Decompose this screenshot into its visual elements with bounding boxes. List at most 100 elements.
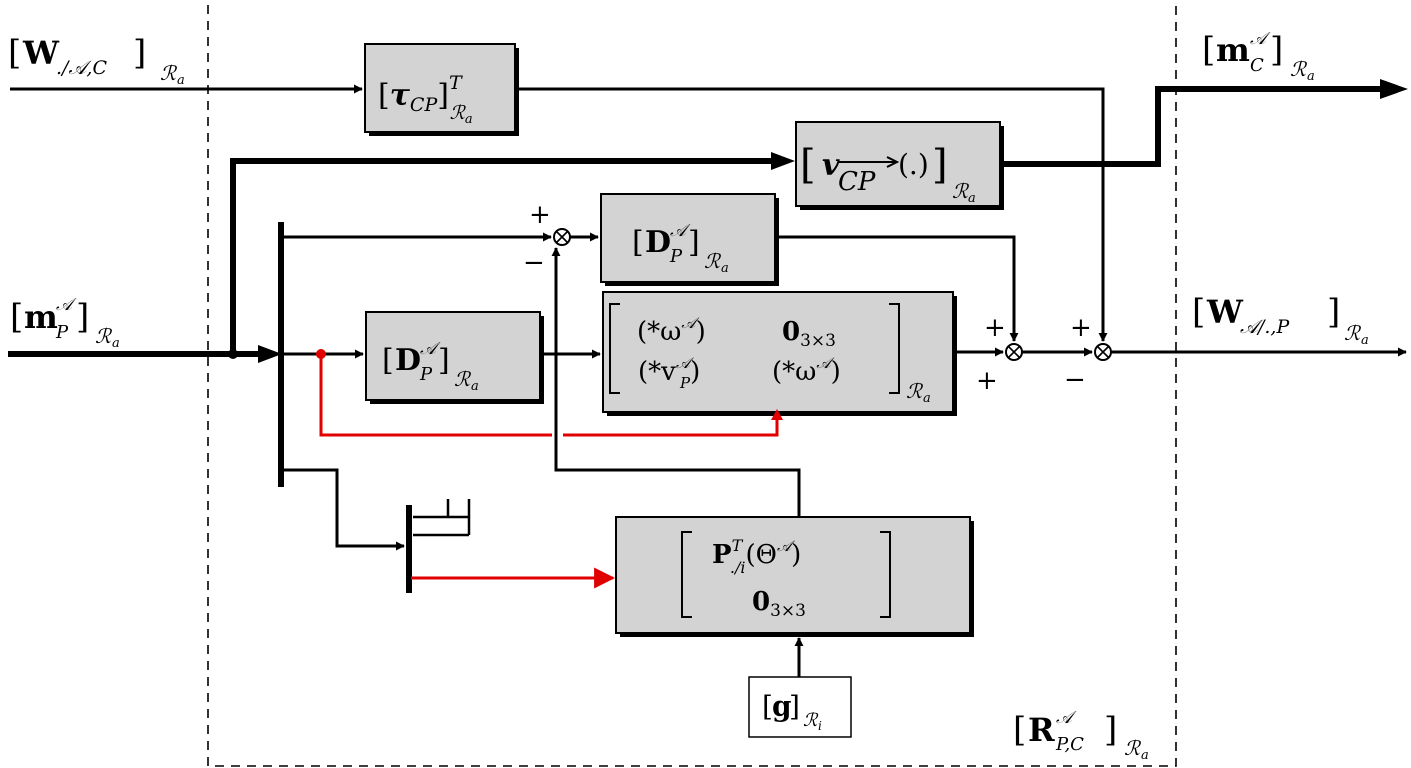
sign-right-plus: + — [1070, 313, 1092, 343]
svg-text:03×3: 03×3 — [782, 317, 836, 351]
tau-sub: CP — [410, 94, 439, 116]
sum-junction-middle-cross — [1007, 345, 1021, 359]
momentum-p-label: [ m 𝒜 P ] ℛ a — [10, 295, 120, 351]
svg-text:ℛ: ℛ — [906, 379, 924, 403]
svg-text:ℛ: ℛ — [704, 249, 722, 273]
svg-text:a: a — [721, 261, 729, 276]
svg-text:𝒜: 𝒜 — [1056, 708, 1077, 728]
terminator-icon — [413, 499, 471, 537]
svg-text:P,C: P,C — [1055, 734, 1084, 755]
svg-text:ℛ: ℛ — [1344, 321, 1362, 345]
svg-text:(*ω𝒜): (*ω𝒜) — [772, 354, 841, 387]
svg-text:a: a — [471, 379, 479, 394]
svg-text:]: ] — [438, 343, 450, 378]
subsystem-name-label: [ R 𝒜 P,C ] ℛ a — [1013, 708, 1149, 763]
svg-text:m: m — [1216, 31, 1250, 69]
velocity-block: [ v CP (.) ] ℛ a — [795, 121, 1004, 210]
svg-text:]: ] — [932, 142, 948, 188]
tau-output-line — [515, 87, 1108, 342]
svg-text:W: W — [1206, 293, 1244, 331]
velocity-frame: ℛ — [952, 179, 970, 203]
velocity-arrow-label: CP — [838, 167, 876, 197]
sign-mid-plus-top: + — [984, 313, 1006, 343]
tau-symbol: τ — [390, 78, 411, 113]
vector-arrow-icon — [839, 156, 900, 168]
svg-text:𝒜: 𝒜 — [670, 221, 691, 241]
svg-text:ℛ: ℛ — [1290, 57, 1308, 81]
svg-text:ℛ: ℛ — [454, 367, 472, 391]
svg-text:[: [ — [1192, 292, 1205, 332]
svg-text:R: R — [1028, 711, 1055, 749]
svg-text:W: W — [22, 34, 60, 72]
velocity-arg: (.) — [898, 148, 929, 181]
sum-junction-right-cross — [1096, 345, 1110, 359]
svg-text:a: a — [923, 391, 931, 406]
svg-text:𝒜/.,P: 𝒜/.,P — [1240, 316, 1290, 338]
svg-text:ℛ: ℛ — [160, 61, 178, 85]
svg-text:C: C — [1250, 55, 1264, 76]
wrench-out-label: [ W 𝒜/.,P ] ℛ a — [1192, 292, 1369, 348]
svg-text:P: P — [55, 322, 69, 343]
svg-text:]: ] — [133, 33, 146, 73]
sign-top-plus: + — [529, 200, 551, 230]
svg-text:(*v𝒜P): (*v𝒜P) — [638, 354, 700, 392]
svg-text:]: ] — [688, 225, 700, 260]
gravity-symbol: g — [772, 690, 792, 723]
p-matrix-feedback-line — [551, 247, 801, 517]
svg-text:m: m — [24, 298, 58, 336]
svg-text:a: a — [968, 191, 976, 206]
velocity-symbol: v — [822, 148, 840, 183]
d-upper-output-line — [775, 235, 1019, 342]
svg-text:[: [ — [382, 343, 394, 378]
svg-text:PT./i(Θ𝒜): PT./i(Θ𝒜) — [712, 536, 801, 577]
sign-top-minus: − — [523, 248, 545, 278]
p-matrix-block: PT./i(Θ𝒜) 03×3 — [615, 516, 974, 637]
svg-text:[: [ — [632, 225, 644, 260]
svg-text:(*ω𝒜): (*ω𝒜) — [637, 314, 706, 347]
svg-text:ℛ: ℛ — [803, 710, 819, 731]
momentum-c-label: [ m 𝒜 C ] ℛ a — [1202, 29, 1315, 84]
velocity-input-arrow-icon — [771, 152, 795, 170]
momentum-to-velocity-line — [230, 158, 776, 354]
gravity-block: [ g ] ℛ i — [748, 676, 852, 738]
demux-to-switch — [281, 468, 405, 551]
svg-text:𝒜: 𝒜 — [420, 339, 441, 359]
svg-text:./𝒜,C: ./𝒜,C — [56, 57, 107, 79]
sign-right-minus: − — [1064, 365, 1086, 395]
subsystem-boundary — [207, 0, 1177, 767]
svg-text:[: [ — [1013, 710, 1026, 750]
svg-text:]: ] — [1270, 30, 1283, 70]
svg-text:P: P — [669, 246, 683, 267]
svg-text:]: ] — [76, 297, 89, 337]
svg-text:i: i — [818, 719, 822, 733]
svg-text:[: [ — [1202, 30, 1215, 70]
d-middle-symbol: D — [395, 343, 421, 378]
svg-text:[: [ — [800, 142, 816, 188]
svg-text:a: a — [177, 73, 185, 88]
sign-mid-plus-bottom: + — [976, 366, 998, 396]
momentum-c-arrow-icon — [1380, 79, 1408, 99]
d-middle-block: [ D 𝒜 P ] ℛ a — [365, 311, 544, 404]
svg-text:P: P — [419, 364, 433, 385]
svg-text:a: a — [1361, 333, 1369, 348]
momentum-c-output-line — [1000, 86, 1382, 167]
svg-text:a: a — [1307, 69, 1315, 84]
svg-text:]: ] — [1327, 292, 1340, 332]
svg-text:]: ] — [1104, 710, 1117, 750]
red-selection-line-omega — [319, 354, 779, 437]
svg-text:[: [ — [762, 690, 773, 723]
d-upper-block: [ D 𝒜 P ] ℛ a — [600, 193, 779, 286]
svg-text:03×3: 03×3 — [752, 587, 806, 621]
svg-text:ℛ: ℛ — [1124, 736, 1142, 760]
svg-text:𝒜: 𝒜 — [56, 295, 77, 315]
svg-text:]: ] — [789, 690, 800, 723]
svg-text:ℛ: ℛ — [95, 324, 113, 348]
svg-text:a: a — [1141, 748, 1149, 763]
svg-text:[τCP]Tℛa: [τCP]Tℛa — [378, 72, 473, 127]
sum-junction-top-cross — [555, 230, 569, 244]
momentum-p-arrow-icon — [258, 345, 282, 363]
tau-frame: ℛ — [450, 102, 467, 124]
